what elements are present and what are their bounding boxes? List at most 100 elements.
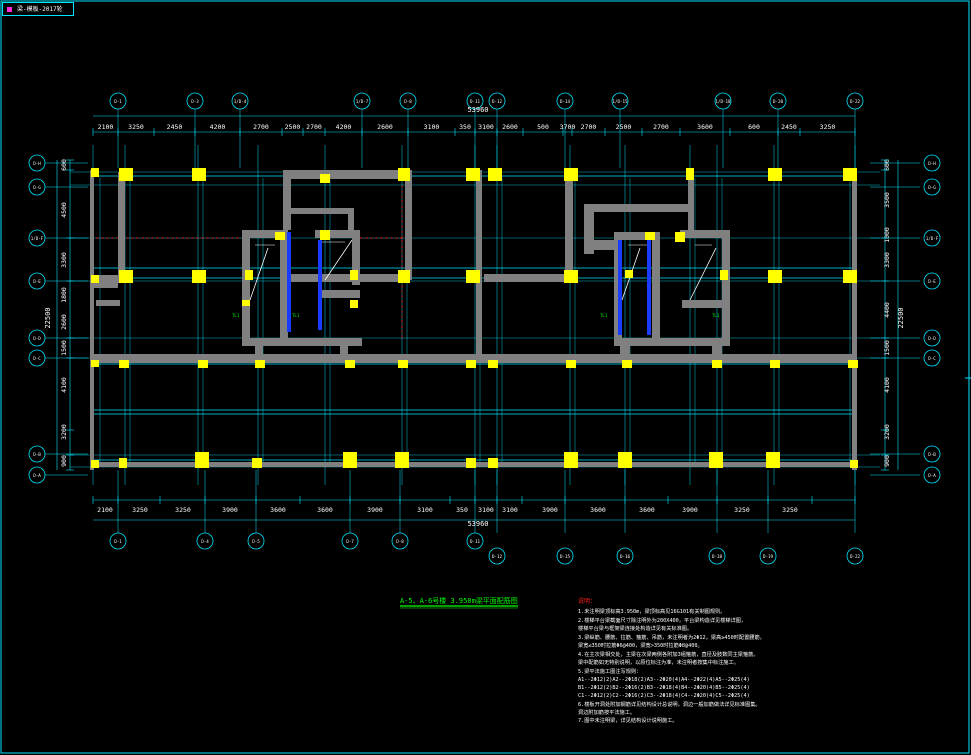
axis-bubble-left-label: D-E: [33, 279, 41, 284]
column: [398, 270, 410, 283]
column: [320, 174, 330, 183]
stair-label: TL1: [292, 313, 300, 318]
dimension-text: 3500: [883, 192, 891, 208]
concrete-wall: [283, 170, 291, 230]
dimension-text: 2100: [97, 506, 113, 514]
note-line: B1--2Φ12(2)B2--2Φ16(2)B3--2Φ18(4)B4--2Φ2…: [578, 685, 750, 691]
axis-bubble-left-label: D-D: [33, 336, 41, 341]
axis-bubble-top-label: 1/D-15: [612, 99, 628, 104]
stair-diagonal: [324, 239, 353, 281]
note-line: C1--2Φ12(2)C2--2Φ16(2)C3--2Φ18(4)C4--2Φ2…: [578, 693, 750, 699]
column: [488, 168, 502, 181]
column: [275, 232, 285, 240]
axis-bubble-bottom: [556, 547, 574, 565]
dimension-text: 4200: [336, 123, 352, 131]
axis-bubble-bottom: [109, 532, 127, 550]
axis-bubble-left-label: 1/D-F: [31, 236, 44, 241]
dimension-text: 1500: [60, 340, 68, 356]
note-line: 5.梁平法施工图注写规则：: [578, 667, 641, 675]
axis-bubble-bottom-label: D-19: [763, 554, 774, 559]
dimension-text: 3900: [222, 506, 238, 514]
concrete-wall: [584, 204, 690, 212]
axis-bubble-right: [923, 445, 941, 463]
column: [622, 360, 632, 368]
axis-bubble-top-label: D-14: [560, 99, 571, 104]
dimension-text: 3700: [560, 123, 576, 131]
column: [675, 232, 685, 242]
note-line: 2.楼梯平台梁截面尺寸除注明外为200X400，平台梁构造详见楼梯详图，: [578, 616, 746, 624]
dimension-text: 600: [748, 123, 760, 131]
axis-bubble-top-label: D-8: [404, 99, 412, 104]
column: [770, 360, 780, 368]
column: [255, 360, 265, 368]
dimension-text: 3900: [682, 506, 698, 514]
axis-bubble-bottom-label: D-7: [346, 539, 354, 544]
dimension-text: 350: [456, 506, 468, 514]
axis-bubble-left: [28, 178, 46, 196]
axis-bubble-top: [231, 92, 249, 110]
dimension-text: 3600: [639, 506, 655, 514]
concrete-wall: [90, 275, 120, 283]
stair-label: TL1: [712, 313, 720, 318]
dimension-text: 4400: [883, 302, 891, 318]
dimension-text: 600: [883, 159, 891, 171]
concrete-wall: [476, 170, 482, 360]
column: [119, 168, 133, 181]
axis-bubble-bottom-label: D-11: [470, 539, 481, 544]
concrete-wall: [614, 338, 729, 346]
column: [645, 232, 655, 240]
concrete-wall: [315, 230, 360, 238]
dimension-text: 2600: [377, 123, 393, 131]
note-line: 7.图中未注明梁，详见结构设计说明施工。: [578, 716, 678, 724]
axis-bubble-top: [488, 92, 506, 110]
dimension-text: 4500: [60, 202, 68, 218]
dimension-text: 2100: [98, 123, 114, 131]
column: [350, 300, 358, 308]
concrete-wall: [722, 230, 730, 346]
column: [398, 168, 410, 181]
dimension-text: 900: [60, 455, 68, 467]
overall-dim-left: 22500: [44, 307, 52, 328]
dimension-text: 3300: [883, 252, 891, 268]
dimension-text: 500: [537, 123, 549, 131]
opening-marker: [287, 232, 291, 332]
axis-bubble-bottom: [708, 547, 726, 565]
axis-bubble-top: [846, 92, 864, 110]
column: [466, 270, 480, 283]
concrete-wall: [584, 204, 594, 254]
axis-bubble-bottom-label: D-12: [492, 554, 503, 559]
column: [398, 360, 408, 368]
axis-bubble-left-label: D-B: [33, 452, 41, 457]
axis-bubble-right: [923, 272, 941, 290]
axis-bubble-right-label: D-B: [928, 452, 936, 457]
notes-heading: 说明：: [578, 597, 596, 605]
concrete-wall: [712, 338, 722, 360]
concrete-wall: [90, 354, 856, 363]
axis-bubble-bottom: [196, 532, 214, 550]
axis-bubble-bottom-label: D-4: [201, 539, 209, 544]
concrete-wall: [320, 290, 360, 298]
concrete-wall: [652, 232, 660, 342]
concrete-wall: [584, 240, 616, 250]
column: [564, 168, 578, 181]
axis-bubble-right-label: D-A: [928, 473, 936, 478]
column: [195, 452, 209, 468]
axis-bubble-left-label: D-A: [33, 473, 41, 478]
column: [343, 452, 357, 468]
layout-tab[interactable]: 梁-模板-2017轮: [2, 2, 74, 16]
stair-diagonal: [249, 247, 269, 301]
column: [91, 460, 99, 468]
axis-bubble-top-label: D-1: [114, 99, 122, 104]
axis-bubble-right: [923, 466, 941, 484]
dimension-text: 3250: [128, 123, 144, 131]
concrete-wall: [255, 338, 263, 358]
column: [712, 360, 722, 368]
dimension-text: 3600: [590, 506, 606, 514]
overall-dim-right: 22500: [897, 307, 905, 328]
concrete-wall: [90, 170, 94, 470]
dimension-text: 2700: [253, 123, 269, 131]
column: [564, 270, 578, 283]
overall-dim-top: 53960: [467, 106, 488, 114]
